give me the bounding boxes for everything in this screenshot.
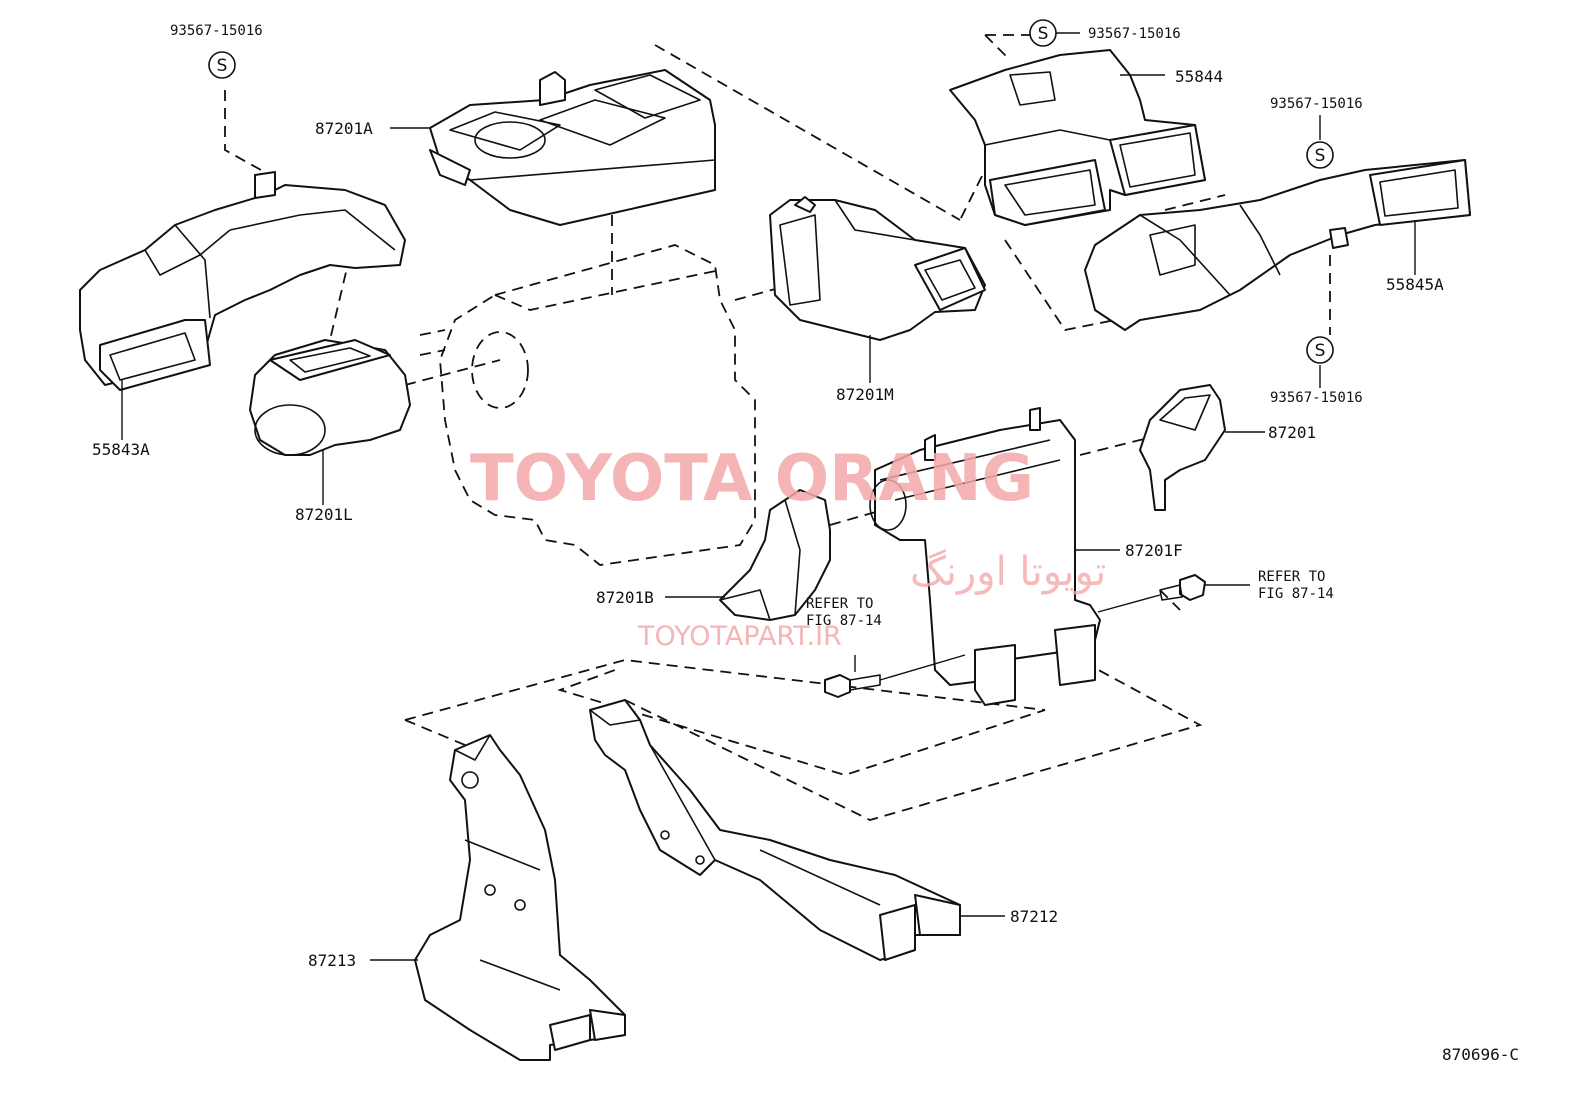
part-87213-floor-duct[interactable]	[414, 734, 626, 1061]
label-screw-2: 93567-15016	[1088, 26, 1181, 42]
label-87201A: 87201A	[315, 119, 373, 138]
label-87201L: 87201L	[295, 505, 353, 524]
part-87201A-box[interactable]	[429, 69, 716, 226]
label-55845A: 55845A	[1386, 275, 1444, 294]
screw-symbol-4: S	[1306, 336, 1334, 364]
label-55843A: 55843A	[92, 440, 150, 459]
part-87201M-duct[interactable]	[769, 196, 986, 341]
part-87201F-housing[interactable]	[869, 407, 1101, 706]
part-87201B-duct[interactable]	[719, 489, 831, 621]
refer-note-right-line1: REFER TO	[1258, 569, 1325, 585]
label-87213: 87213	[308, 951, 356, 970]
watermark-brand: TOYOTA ORANG	[470, 442, 1034, 516]
refer-note-right-line2: FIG 87-14	[1258, 586, 1334, 602]
screw-symbol-3: S	[1306, 141, 1334, 169]
leader-lines	[121, 32, 1416, 961]
part-87201-connector[interactable]	[1139, 384, 1226, 511]
watermark-persian: تویوتا اورنگ	[910, 549, 1106, 595]
screw-symbol-text: S	[1315, 341, 1326, 361]
part-labels: 93567-15016 93567-15016 93567-15016 9356…	[92, 23, 1519, 1064]
part-87201L-duct[interactable]	[249, 339, 411, 456]
label-screw-1: 93567-15016	[170, 23, 263, 39]
refer-note-center-line1: REFER TO	[806, 596, 873, 612]
label-87201: 87201	[1268, 423, 1316, 442]
bolt-center[interactable]	[824, 655, 881, 698]
screw-symbol-1: S	[208, 51, 236, 79]
screw-symbol-text: S	[1315, 146, 1326, 166]
label-87201M: 87201M	[836, 385, 894, 404]
part-55843A-duct[interactable]	[79, 171, 406, 391]
screw-symbol-text: S	[217, 56, 228, 76]
label-screw-3: 93567-15016	[1270, 96, 1363, 112]
screw-symbol-2: S	[1029, 19, 1057, 47]
label-87201B: 87201B	[596, 588, 654, 607]
bolt-right[interactable]	[1159, 574, 1206, 601]
label-screw-4: 93567-15016	[1270, 390, 1363, 406]
part-55844-outlet[interactable]	[949, 49, 1206, 226]
screw-symbol-text: S	[1038, 24, 1049, 44]
figure-code: 870696-C	[1442, 1045, 1519, 1064]
heater-unit-outline	[419, 244, 756, 566]
refer-note-center-line2: FIG 87-14	[806, 613, 882, 629]
label-87201F: 87201F	[1125, 541, 1183, 560]
watermark-url: TOYOTAPART.IR	[637, 621, 842, 652]
part-55845A-duct[interactable]	[1084, 159, 1471, 331]
label-87212: 87212	[1010, 907, 1058, 926]
assembly-dashed-lines	[224, 34, 1331, 821]
watermark: TOYOTA ORANG تویوتا اورنگ TOYOTAPART.IR	[470, 442, 1106, 652]
label-55844: 55844	[1175, 67, 1223, 86]
part-87212-floor-duct[interactable]	[589, 699, 961, 961]
